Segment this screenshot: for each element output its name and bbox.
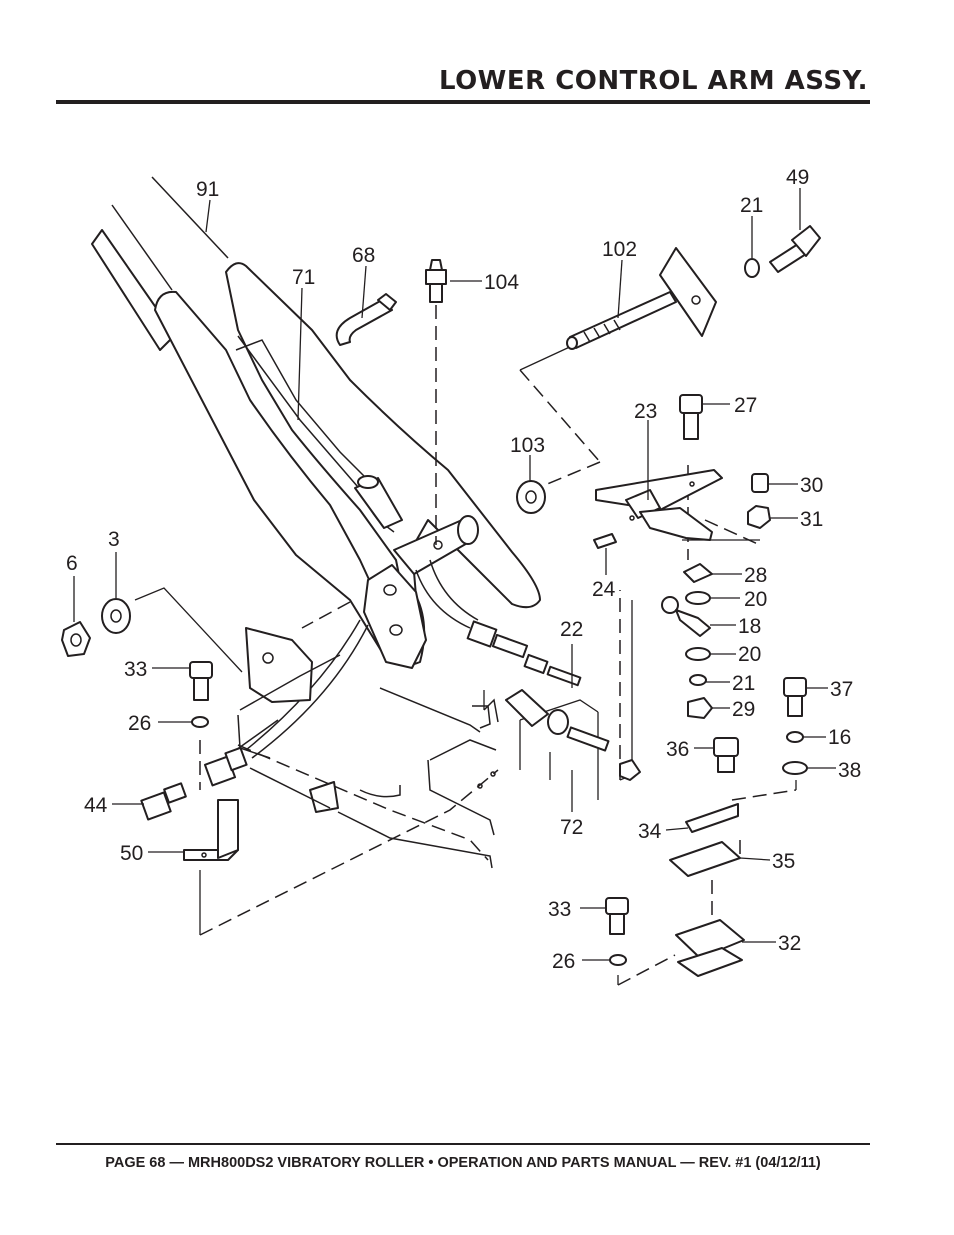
callout-50: 50 bbox=[120, 842, 143, 865]
callout-6: 6 bbox=[66, 552, 78, 575]
bolt-33b bbox=[605, 897, 629, 935]
page-footer: PAGE 68 — MRH800DS2 VIBRATORY ROLLER • O… bbox=[105, 1155, 821, 1171]
callout-32: 32 bbox=[778, 932, 801, 955]
callout-44: 44 bbox=[84, 794, 108, 817]
callout-104: 104 bbox=[484, 271, 519, 294]
lock-washer-16 bbox=[786, 731, 804, 743]
callout-34: 34 bbox=[638, 820, 662, 843]
nut-6 bbox=[61, 621, 91, 657]
block-28 bbox=[683, 563, 713, 583]
callout-23: 23 bbox=[634, 400, 657, 423]
pin-plate-102 bbox=[566, 247, 717, 350]
assembly-lines bbox=[134, 305, 797, 986]
callout-26b: 26 bbox=[552, 950, 575, 973]
grease-fitting-104 bbox=[425, 259, 447, 303]
callout-24: 24 bbox=[592, 578, 616, 601]
callout-18: 18 bbox=[738, 615, 761, 638]
lock-washer-21 bbox=[744, 258, 760, 278]
callout-36: 36 bbox=[666, 738, 689, 761]
plate-35 bbox=[669, 841, 741, 877]
pin-24 bbox=[593, 533, 617, 549]
callout-91: 91 bbox=[196, 178, 219, 201]
callout-labels: 91 71 68 104 102 21 49 27 23 103 30 31 2… bbox=[66, 166, 861, 973]
washer-3 bbox=[101, 598, 131, 634]
bolt-27 bbox=[679, 394, 703, 440]
base-32 bbox=[675, 919, 745, 959]
base-32-bottom bbox=[677, 947, 743, 977]
callout-22: 22 bbox=[560, 618, 583, 641]
clip-68 bbox=[335, 293, 397, 346]
callout-102: 102 bbox=[602, 238, 637, 261]
page-title: LOWER CONTROL ARM ASSY. bbox=[438, 66, 868, 96]
callout-21a: 21 bbox=[740, 194, 763, 217]
callout-72: 72 bbox=[560, 816, 583, 839]
callout-16: 16 bbox=[828, 726, 851, 749]
bolt-37 bbox=[783, 677, 807, 717]
frame-plate bbox=[237, 627, 499, 869]
footer-rule bbox=[56, 1143, 870, 1145]
lock-washer-21b bbox=[689, 674, 707, 686]
callout-29: 29 bbox=[732, 698, 755, 721]
callout-20b: 20 bbox=[738, 643, 761, 666]
washer-20a bbox=[685, 591, 711, 605]
lock-washer-26a bbox=[191, 716, 209, 728]
callout-26a: 26 bbox=[128, 712, 151, 735]
callout-28: 28 bbox=[744, 564, 767, 587]
callout-103: 103 bbox=[510, 434, 545, 457]
cable-fitting-22 bbox=[466, 620, 582, 687]
callout-68: 68 bbox=[352, 244, 375, 267]
callout-27: 27 bbox=[734, 394, 757, 417]
nut-29 bbox=[687, 697, 713, 719]
washer-103 bbox=[516, 480, 546, 514]
sleeve-72 bbox=[505, 689, 641, 781]
callout-21b: 21 bbox=[732, 672, 755, 695]
header-rule bbox=[56, 100, 870, 104]
control-arm-71 bbox=[154, 262, 541, 669]
bracket-50 bbox=[183, 799, 239, 861]
callout-38: 38 bbox=[838, 759, 861, 782]
callout-33b: 33 bbox=[548, 898, 571, 921]
leader-lines bbox=[73, 188, 836, 961]
socket-bolt-36 bbox=[713, 737, 739, 773]
callout-20a: 20 bbox=[744, 588, 767, 611]
nut-31 bbox=[747, 505, 771, 529]
callout-35: 35 bbox=[772, 850, 795, 873]
callout-3: 3 bbox=[108, 528, 120, 551]
callout-31: 31 bbox=[800, 508, 823, 531]
callout-30: 30 bbox=[800, 474, 823, 497]
callout-37: 37 bbox=[830, 678, 853, 701]
bracket-23 bbox=[595, 469, 723, 541]
bolt-49 bbox=[769, 225, 821, 273]
callout-49: 49 bbox=[786, 166, 809, 189]
lock-washer-26b bbox=[609, 954, 627, 966]
washer-38 bbox=[782, 761, 808, 775]
washer-20b bbox=[685, 647, 711, 661]
clamp-34 bbox=[685, 803, 739, 833]
rod-end-18 bbox=[661, 596, 711, 637]
bolt-33a bbox=[189, 661, 213, 701]
callout-33a: 33 bbox=[124, 658, 147, 681]
cable-end-44 bbox=[140, 746, 248, 821]
arm-tube-91 bbox=[91, 176, 229, 351]
callout-71: 71 bbox=[292, 266, 315, 289]
set-screw-30 bbox=[751, 473, 769, 493]
